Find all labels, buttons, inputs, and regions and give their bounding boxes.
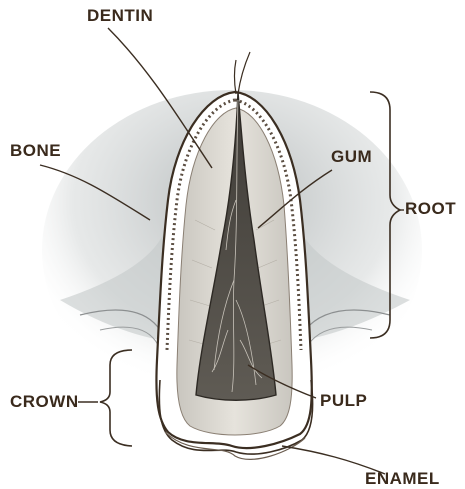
nerve-apex: [235, 52, 251, 94]
label-bone: BONE: [10, 142, 61, 159]
label-gum: GUM: [331, 148, 372, 165]
label-root: ROOT: [405, 200, 456, 217]
label-enamel: ENAMEL: [365, 470, 440, 487]
label-pulp: PULP: [320, 392, 367, 409]
label-dentin: DENTIN: [87, 7, 153, 24]
label-crown: CROWN: [10, 393, 79, 410]
